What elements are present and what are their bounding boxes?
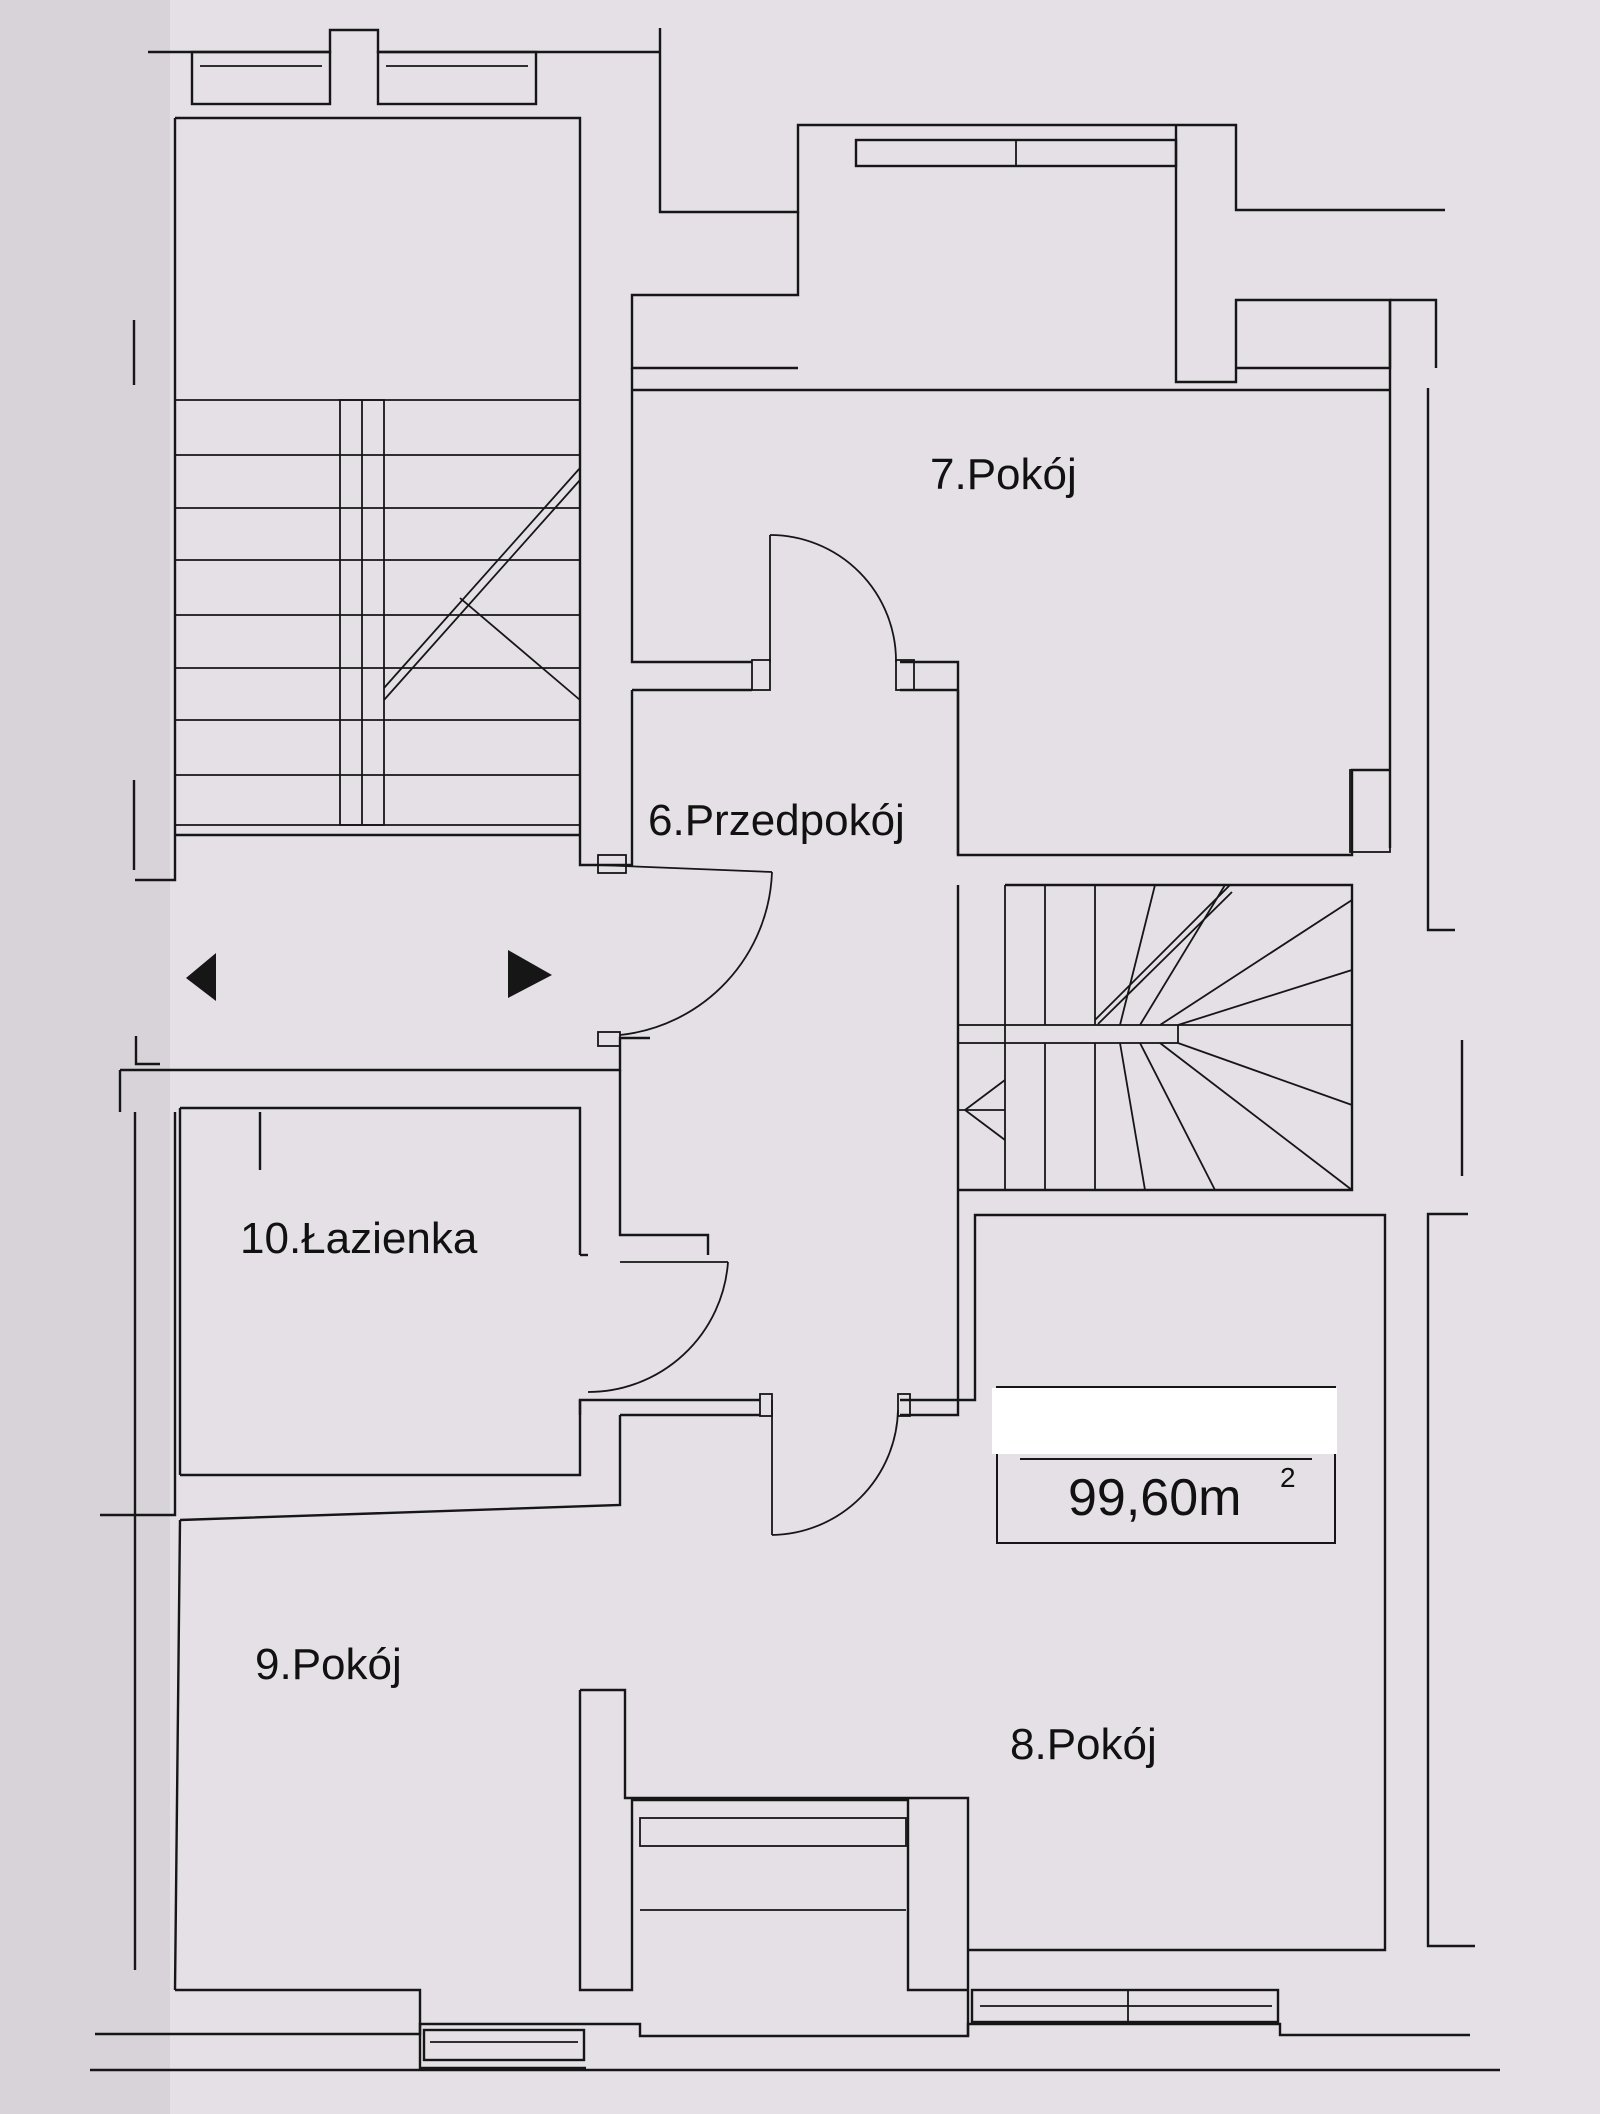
area-box — [996, 1386, 1336, 1544]
room-label-7: 7.Pokój — [930, 450, 1077, 499]
room-label-10: 10.Łazienka — [240, 1214, 478, 1263]
area-unit-superscript: 2 — [1280, 1462, 1296, 1493]
room-label-9: 9.Pokój — [255, 1640, 402, 1689]
doors — [587, 534, 915, 1536]
winder-staircase — [957, 884, 1353, 1191]
interior-walls — [118, 116, 1391, 1992]
redaction-mask — [992, 1388, 1337, 1454]
straight-staircase — [175, 399, 581, 826]
room-label-8: 8.Pokój — [1010, 1720, 1157, 1769]
exterior-walls — [90, 28, 1500, 2072]
entrance-arrows — [186, 950, 552, 1001]
area-rule — [1020, 1458, 1312, 1460]
arrow-left-icon — [186, 953, 216, 1001]
room-label-6: 6.Przedpokój — [648, 796, 905, 845]
area-value: 99,60m — [1068, 1469, 1242, 1527]
arrow-right-icon — [508, 950, 552, 998]
